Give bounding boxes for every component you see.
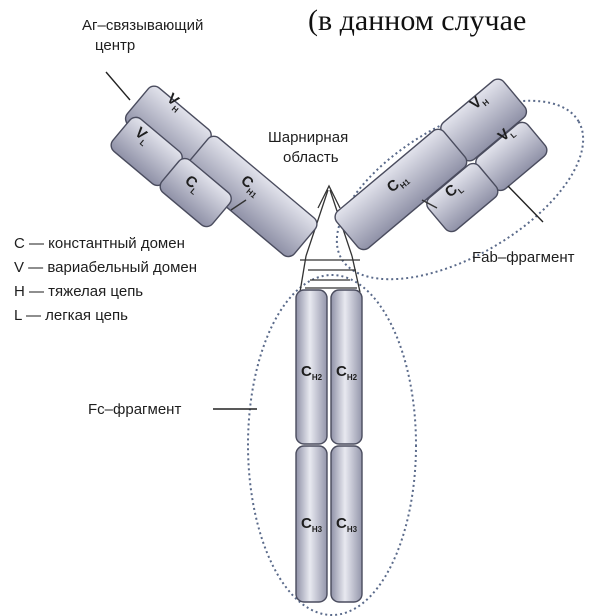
antigen-site-label-line2: центр [95,37,135,54]
legend: C — константный домен V — вариабельный д… [14,235,197,324]
legend-item: C — константный домен [14,235,185,252]
fc-fragment-label: Fc–фрагмент [88,401,181,418]
hinge-label-line2: область [283,149,339,166]
antigen-site-leader [106,72,130,100]
legend-item: H — тяжелая цепь [14,283,143,300]
hinge-label-line1: Шарнирная [268,129,348,146]
fab-leader [508,186,543,222]
legend-item: V — вариабельный домен [14,259,197,276]
fab-fragment-label: Fab–фрагмент [472,249,575,266]
header-text: (в данном случае [308,4,526,37]
legend-item: L — легкая цепь [14,307,128,324]
antigen-site-label-line1: Аг–связывающий [82,17,203,34]
